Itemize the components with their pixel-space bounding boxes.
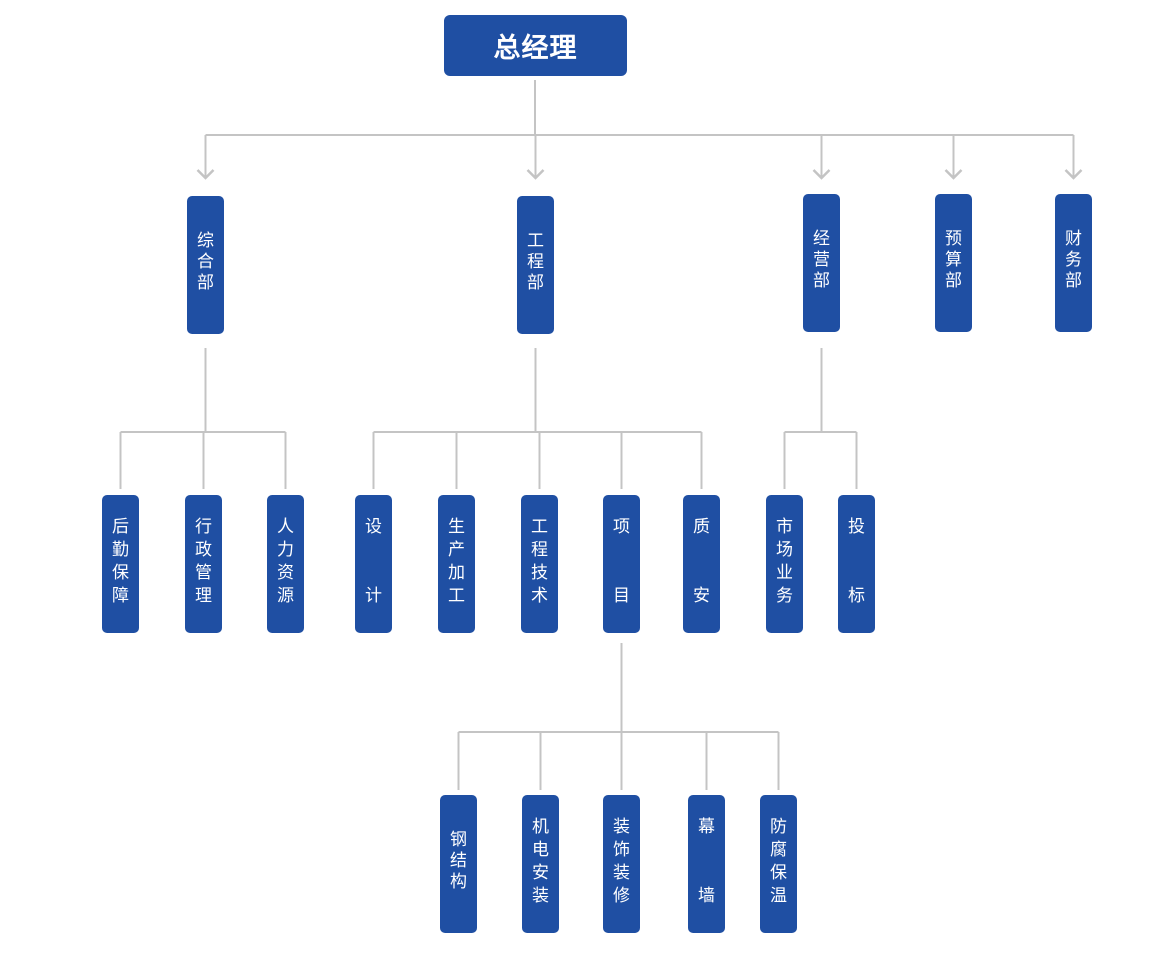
node-label-char: 标 bbox=[848, 586, 865, 606]
node-label-char: 务 bbox=[1065, 250, 1082, 270]
project-node-gangjiegou: 钢结构 bbox=[440, 795, 477, 933]
node-label-char: 综 bbox=[197, 231, 214, 251]
sub-node-xingzheng: 行政管理 bbox=[185, 495, 222, 633]
node-label-char: 钢 bbox=[450, 830, 467, 850]
node-label-char: 营 bbox=[813, 250, 830, 270]
dept-node-yusuan: 预算部 bbox=[935, 194, 972, 332]
node-label-char: 部 bbox=[1065, 271, 1082, 291]
node-label-char: 部 bbox=[527, 273, 544, 293]
sub-node-xiangmu: 项目 bbox=[603, 495, 640, 633]
node-label-char: 产 bbox=[448, 540, 465, 560]
node-label-char: 程 bbox=[531, 540, 548, 560]
project-node-zhuangshi: 装饰装修 bbox=[603, 795, 640, 933]
node-label-char: 墙 bbox=[698, 886, 715, 906]
node-label-char: 技 bbox=[531, 563, 548, 583]
node-label-char: 温 bbox=[770, 886, 787, 906]
node-label-char: 安 bbox=[693, 586, 710, 606]
node-label-char: 生 bbox=[448, 517, 465, 537]
node-label-char: 设 bbox=[365, 517, 382, 537]
project-node-fangfu: 防腐保温 bbox=[760, 795, 797, 933]
node-label-char: 电 bbox=[532, 840, 549, 860]
arrow-head-icon bbox=[944, 169, 963, 180]
node-label-char: 术 bbox=[531, 586, 548, 606]
node-label-char: 腐 bbox=[770, 840, 787, 860]
node-label-char: 安 bbox=[532, 863, 549, 883]
node-label-char: 幕 bbox=[698, 817, 715, 837]
sub-node-shichang: 市场业务 bbox=[766, 495, 803, 633]
dept-node-caiwu: 财务部 bbox=[1055, 194, 1092, 332]
node-label-char: 工 bbox=[448, 586, 465, 606]
arrow-head-icon bbox=[196, 169, 215, 180]
node-label-char: 装 bbox=[532, 886, 549, 906]
node-label-char: 加 bbox=[448, 563, 465, 583]
project-node-muqiang: 幕墙 bbox=[688, 795, 725, 933]
node-label-char: 保 bbox=[770, 863, 787, 883]
node-label-char: 务 bbox=[776, 586, 793, 606]
dept-node-zonghe: 综合部 bbox=[187, 196, 224, 334]
node-label-char: 结 bbox=[450, 851, 467, 871]
node-label-char: 工 bbox=[531, 517, 548, 537]
node-label-char: 源 bbox=[277, 586, 294, 606]
node-label-char: 资 bbox=[277, 563, 294, 583]
root-node-general-manager: 总经理 bbox=[444, 15, 627, 76]
node-label-char: 装 bbox=[613, 817, 630, 837]
arrow-head-icon bbox=[1064, 169, 1083, 180]
node-label-char: 人 bbox=[277, 517, 294, 537]
dept-node-gongcheng: 工程部 bbox=[517, 196, 554, 334]
node-label-char: 政 bbox=[195, 540, 212, 560]
sub-node-toubiao: 投标 bbox=[838, 495, 875, 633]
node-label-char: 构 bbox=[450, 872, 467, 892]
sub-node-renli: 人力资源 bbox=[267, 495, 304, 633]
node-label-char: 行 bbox=[195, 517, 212, 537]
node-label-char: 防 bbox=[770, 817, 787, 837]
node-label-char: 项 bbox=[613, 517, 630, 537]
node-label-char: 勤 bbox=[112, 540, 129, 560]
node-label-char: 预 bbox=[945, 229, 962, 249]
node-label-char: 理 bbox=[195, 586, 212, 606]
node-label-char: 市 bbox=[776, 517, 793, 537]
node-label-char: 管 bbox=[195, 563, 212, 583]
node-label-char: 算 bbox=[945, 250, 962, 270]
node-label-char: 投 bbox=[848, 517, 865, 537]
sub-node-houqin: 后勤保障 bbox=[102, 495, 139, 633]
node-label-char: 装 bbox=[613, 863, 630, 883]
node-label-char: 力 bbox=[277, 540, 294, 560]
node-label-char: 部 bbox=[813, 271, 830, 291]
node-label-char: 经 bbox=[813, 229, 830, 249]
sub-node-jishu: 工程技术 bbox=[521, 495, 558, 633]
arrow-head-icon bbox=[812, 169, 831, 180]
node-label-char: 业 bbox=[776, 563, 793, 583]
node-label-char: 修 bbox=[613, 886, 630, 906]
sub-node-zhian: 质安 bbox=[683, 495, 720, 633]
node-label-char: 计 bbox=[365, 586, 382, 606]
node-label-char: 机 bbox=[532, 817, 549, 837]
node-label-char: 后 bbox=[112, 517, 129, 537]
node-label-char: 程 bbox=[527, 252, 544, 272]
node-label-char: 保 bbox=[112, 563, 129, 583]
sub-node-sheji: 设计 bbox=[355, 495, 392, 633]
arrow-head-icon bbox=[526, 169, 545, 180]
node-label-char: 障 bbox=[112, 586, 129, 606]
node-label-char: 部 bbox=[197, 273, 214, 293]
node-label-char: 财 bbox=[1065, 229, 1082, 249]
node-label-char: 工 bbox=[527, 231, 544, 251]
node-label-char: 质 bbox=[693, 517, 710, 537]
project-node-jidian: 机电安装 bbox=[522, 795, 559, 933]
node-label-char: 场 bbox=[776, 540, 793, 560]
node-label-char: 合 bbox=[197, 252, 214, 272]
node-label-char: 部 bbox=[945, 271, 962, 291]
dept-node-jingying: 经营部 bbox=[803, 194, 840, 332]
node-label-char: 目 bbox=[613, 586, 630, 606]
sub-node-shengchan: 生产加工 bbox=[438, 495, 475, 633]
node-label-char: 饰 bbox=[613, 840, 630, 860]
